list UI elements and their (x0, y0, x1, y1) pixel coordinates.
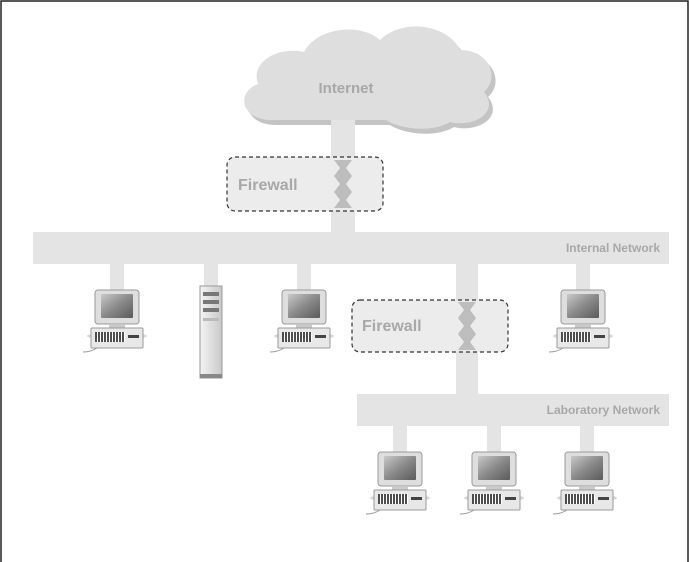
drop-lab-2 (487, 426, 501, 452)
workstation-icon (459, 451, 525, 515)
internet-cloud (244, 26, 496, 134)
workstation-icon (269, 289, 335, 353)
drop-server (204, 264, 218, 286)
laboratory-network-bus (357, 394, 669, 426)
drop-lab-1 (393, 426, 407, 452)
drop-host-2 (297, 264, 311, 290)
laboratory-network-label: Laboratory Network (547, 403, 661, 417)
internal-network-bus (33, 232, 669, 264)
internal-network-label: Internal Network (566, 241, 660, 255)
workstation-icon (548, 289, 614, 353)
drop-host-1 (110, 264, 124, 290)
server-tower-icon (199, 285, 223, 379)
drop-lab-3 (580, 426, 594, 452)
drop-host-3 (576, 264, 590, 290)
workstation-icon (82, 289, 148, 353)
firewall-mid-label: Firewall (362, 318, 422, 335)
workstation-icon (552, 451, 618, 515)
workstation-icon (365, 451, 431, 515)
internet-label: Internet (318, 80, 373, 97)
firewall-top-label: Firewall (238, 177, 298, 194)
